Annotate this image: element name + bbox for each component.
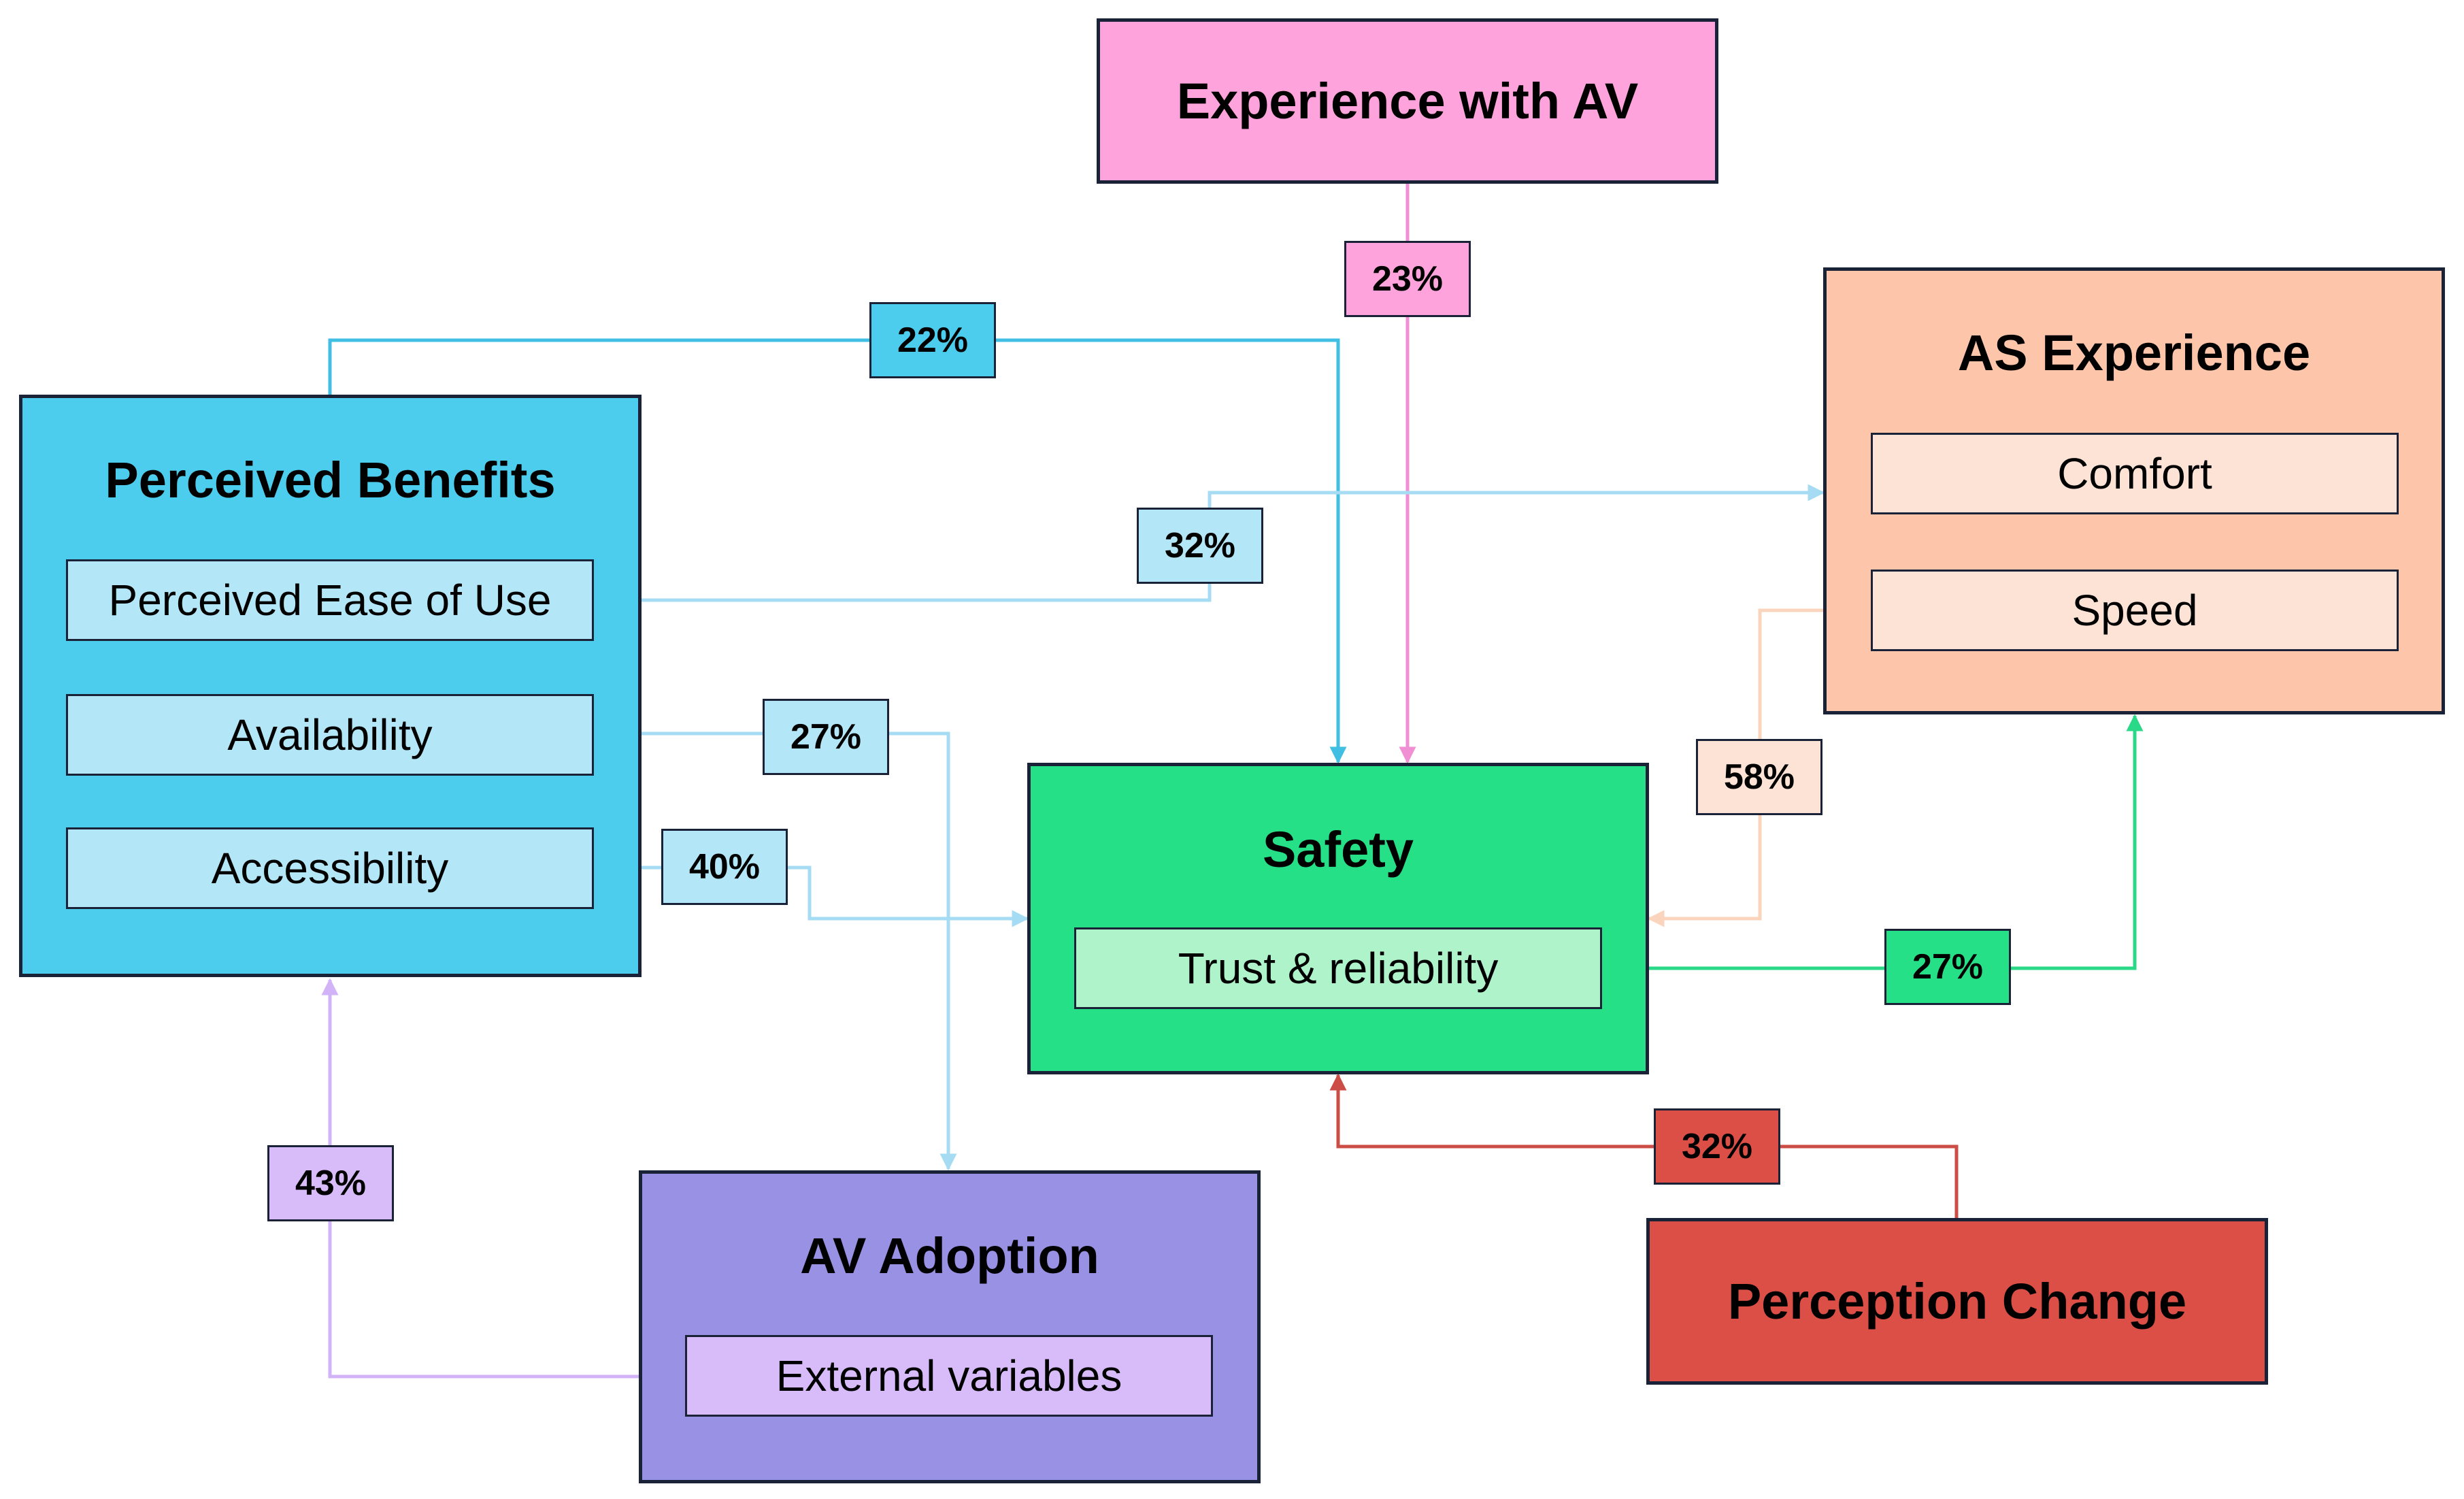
speed-item: Speed: [1871, 570, 2399, 651]
edge-accessibility-to-safety: [594, 866, 1029, 927]
experience-with-av-node: Experience with AV: [1097, 18, 1718, 184]
edge-label-external-to-benefits: 43%: [267, 1145, 394, 1221]
av-adoption-title: AV Adoption: [800, 1228, 1099, 1284]
av-adoption-node: AV Adoption: [639, 1170, 1261, 1483]
edge-label-availability-to-adoption: 27%: [763, 699, 889, 775]
edge-benefits-to-safety: [328, 338, 1347, 764]
external-variables-item: External variables: [685, 1335, 1213, 1417]
edge-label-trust-to-as-experience: 27%: [1884, 929, 2011, 1005]
edge-label-accessibility-to-safety: 40%: [661, 829, 788, 905]
edge-label-benefits-to-safety: 22%: [869, 302, 996, 378]
edge-perception-to-safety: [1329, 1073, 1959, 1218]
safety-title: Safety: [1262, 821, 1414, 878]
trust-reliability-item: Trust & reliability: [1074, 927, 1602, 1009]
edge-external-to-benefits: [321, 978, 685, 1379]
perceived-ease-of-use-item: Perceived Ease of Use: [66, 559, 594, 641]
edge-label-speed-to-safety: 58%: [1696, 739, 1822, 815]
availability-item: Availability: [66, 694, 594, 776]
safety-node: Safety: [1027, 763, 1649, 1074]
edge-label-experience-to-safety: 23%: [1344, 241, 1471, 317]
edge-label-perception-to-safety: 32%: [1654, 1108, 1780, 1185]
experience-with-av-title: Experience with AV: [1176, 73, 1639, 129]
comfort-item: Comfort: [1871, 433, 2399, 514]
accessibility-item: Accessibility: [66, 827, 594, 909]
as-experience-title: AS Experience: [1957, 325, 2311, 381]
perceived-benefits-title: Perceived Benefits: [105, 452, 556, 508]
edge-availability-to-adoption: [594, 731, 957, 1171]
perception-change-title: Perception Change: [1727, 1273, 2187, 1330]
perception-change-node: Perception Change: [1646, 1218, 2268, 1385]
edge-trust-to-as-experience: [1602, 714, 2144, 970]
edge-label-ease-to-as-experience: 32%: [1137, 508, 1263, 584]
